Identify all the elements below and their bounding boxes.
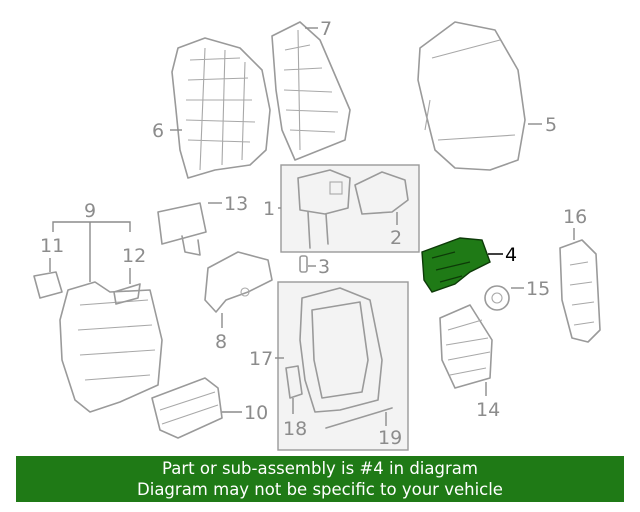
part-12-trim[interactable] — [113, 283, 141, 305]
callout-6: 6 — [152, 120, 164, 142]
part-8-bracket[interactable] — [204, 251, 273, 313]
part-6-seatback-pad[interactable] — [171, 37, 271, 179]
part-16-side-panel[interactable] — [559, 239, 601, 343]
part-9-seatback-shell[interactable] — [59, 281, 163, 413]
callout-16: 16 — [563, 206, 587, 228]
headrest-assembly[interactable] — [297, 169, 351, 249]
seat-parts-diagram: 6 7 5 1 2 13 3 8 — [33, 18, 601, 451]
part-10-cushion-pan[interactable] — [151, 377, 223, 439]
part-19-rod[interactable] — [325, 407, 393, 429]
callout-9: 9 — [84, 200, 96, 222]
callout-14: 14 — [476, 399, 500, 421]
part-14-spring-mat[interactable] — [439, 304, 493, 389]
part-7-back-panel[interactable] — [271, 21, 351, 161]
callout-18: 18 — [283, 418, 307, 440]
part-18-latch[interactable] — [285, 365, 303, 399]
callout-13: 13 — [224, 193, 248, 215]
part-5-seatback-cover[interactable] — [417, 21, 526, 171]
seatback-frame[interactable] — [299, 287, 383, 413]
callout-19: 19 — [378, 427, 402, 449]
callout-5: 5 — [545, 114, 557, 136]
footer-line-1: Part or sub-assembly is #4 in diagram — [162, 459, 478, 478]
callout-10: 10 — [244, 402, 268, 424]
callout-7: 7 — [320, 18, 332, 40]
part-4-highlighted[interactable] — [421, 237, 491, 293]
part-3-pin[interactable] — [299, 255, 308, 273]
callout-12: 12 — [122, 245, 146, 267]
callout-1: 1 — [263, 198, 275, 220]
callout-4: 4 — [505, 244, 517, 266]
part-15-knob[interactable] — [484, 285, 510, 311]
callout-8: 8 — [215, 331, 227, 353]
callout-17: 17 — [249, 348, 273, 370]
callout-3: 3 — [318, 256, 330, 278]
callout-11: 11 — [40, 235, 64, 257]
part-11-connector[interactable] — [33, 271, 63, 299]
footer-banner: Part or sub-assembly is #4 in diagram Di… — [16, 456, 624, 502]
footer-line-2: Diagram may not be specific to your vehi… — [137, 480, 503, 499]
part-13-module[interactable] — [157, 202, 207, 256]
callout-15: 15 — [526, 278, 550, 300]
part-2-headrest-cover[interactable] — [354, 171, 409, 215]
callout-2: 2 — [390, 227, 402, 249]
